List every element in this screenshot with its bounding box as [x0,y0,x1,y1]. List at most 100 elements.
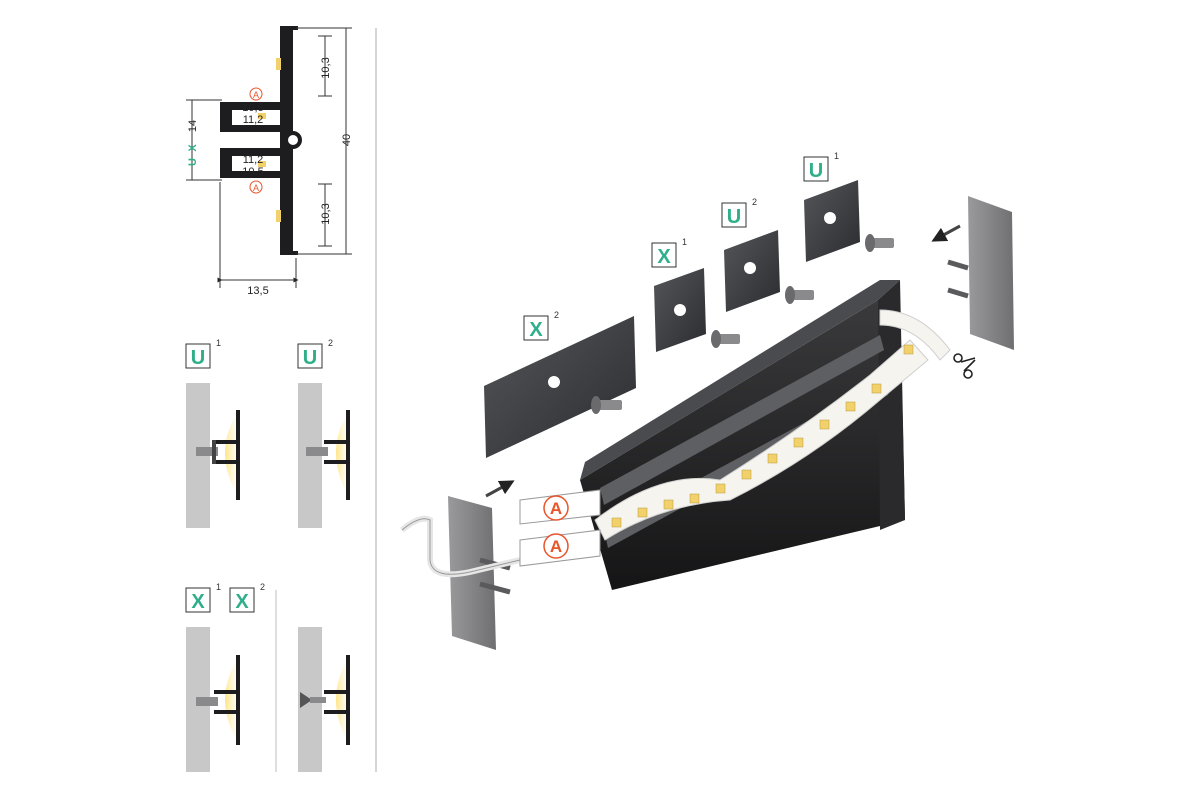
center-channel [284,131,302,149]
badge-ex-x1-letter: X [657,246,671,268]
led-chip [767,453,778,464]
badge-u2-sup: 2 [328,338,333,348]
cross-section: 10,3 10,3 40 14 X U 10,5 11,2 11,2 10,5 … [186,26,353,297]
arm-x1-b [214,710,238,714]
end-cap-right-pins [947,259,969,299]
screw-icon [591,396,622,414]
badge-u2-letter: U [303,347,317,369]
marker-a-1-label: A [550,499,562,518]
badge-ex-u1-sup: 1 [834,151,839,161]
cable-outline [401,518,521,575]
slot-letter-x: X [187,144,199,152]
marker-a-2-label: A [550,537,562,556]
end-cap-right [968,196,1014,350]
led-top [276,58,281,70]
arm-u2-b [324,460,348,464]
screw-icon [785,286,814,304]
badge-ex-x1-sup: 1 [682,237,687,247]
badge-ex-x2-letter: X [529,319,543,341]
scissors-icon [953,353,976,379]
slot-letter-u: U [187,158,199,166]
badge-ex-x2-sup: 2 [554,310,559,320]
dim-slot-inner-lower: 11,2 [243,154,264,166]
profile-top-edge [580,280,900,480]
badge-x2 [229,587,255,613]
plate-u2-hole [744,262,756,274]
profile-lip-bottom [280,251,298,255]
mount-u2: U 2 [297,338,350,528]
led-chip [819,419,830,430]
led-slot-upper [258,113,266,119]
screw-icon [306,447,328,456]
dim-slot-inner: 11,2 [243,114,264,126]
badge-ex-u2 [721,202,747,228]
arm-x2-b [324,710,348,714]
dim-slot-outer-lower: 10,5 [242,166,263,178]
dim-width: 13,5 [247,285,268,297]
marker-a-upper-label: A [253,90,259,100]
arm-x2-a [324,690,348,694]
marker-a-lower [249,180,263,194]
slot-arm-lower [220,148,293,178]
badge-x1-sup: 1 [216,582,221,592]
marker-a-1 [543,495,569,521]
mount-u1: U 1 [185,338,240,528]
arm-x1-a [214,690,238,694]
plate-x1-hole [674,304,686,316]
led-chip [663,499,674,510]
screw-icon [865,234,894,252]
exploded-view: A A X 2 X 1 U 2 [400,151,1014,650]
arm-u1-b [214,460,238,464]
led-chip [903,344,914,355]
profile-u2 [346,410,350,500]
mount-x: X 1 X 2 [185,582,350,772]
led-chips [611,344,914,528]
badge-u1 [185,343,211,369]
screw-icon [711,330,740,348]
badge-ex-u1-letter: U [809,160,823,182]
badge-u1-sup: 1 [216,338,221,348]
led-chip [845,401,856,412]
profile-end-face [878,280,905,530]
plate-x2-hole [548,376,560,388]
badge-x1 [185,587,211,613]
plate-u1-hole [824,212,836,224]
led-bottom [276,210,281,222]
profile-u1 [236,410,240,500]
arm-u1-a [214,440,238,444]
badge-ex-u1 [803,156,829,182]
dim-slot-height: 14 [187,120,199,132]
led-chip [793,437,804,448]
badge-ex-u2-letter: U [727,206,741,228]
profile-lip-top [280,26,298,30]
marker-a-2 [543,533,569,559]
badge-u1-letter: U [191,347,205,369]
profile-x2 [346,655,350,745]
led-chip [611,517,622,528]
led-slot-lower [258,161,266,167]
led-chip [637,507,648,518]
led-chip [741,469,752,480]
marker-a-upper [249,87,263,101]
arrow-icon [485,480,515,498]
dim-bottom-height: 10,3 [320,203,332,224]
badge-x2-sup: 2 [260,582,265,592]
badge-ex-x2 [523,315,549,341]
arm-u2-a [324,440,348,444]
badge-u2 [297,343,323,369]
screw-icon [196,697,218,706]
screw-icon [300,692,312,708]
slot-arm-upper [220,102,293,132]
profile-channel-1 [600,335,884,505]
dim-total-height: 40 [341,134,353,146]
led-strip [594,339,929,541]
dim-top-height: 10,3 [320,57,332,78]
arrow-icon [931,224,961,242]
plate-x2 [484,316,636,458]
led-chip [715,483,726,494]
screw-x2-shaft [310,697,326,703]
led-chip [689,493,700,504]
badge-ex-u2-sup: 2 [752,197,757,207]
plate-u1 [212,440,216,464]
